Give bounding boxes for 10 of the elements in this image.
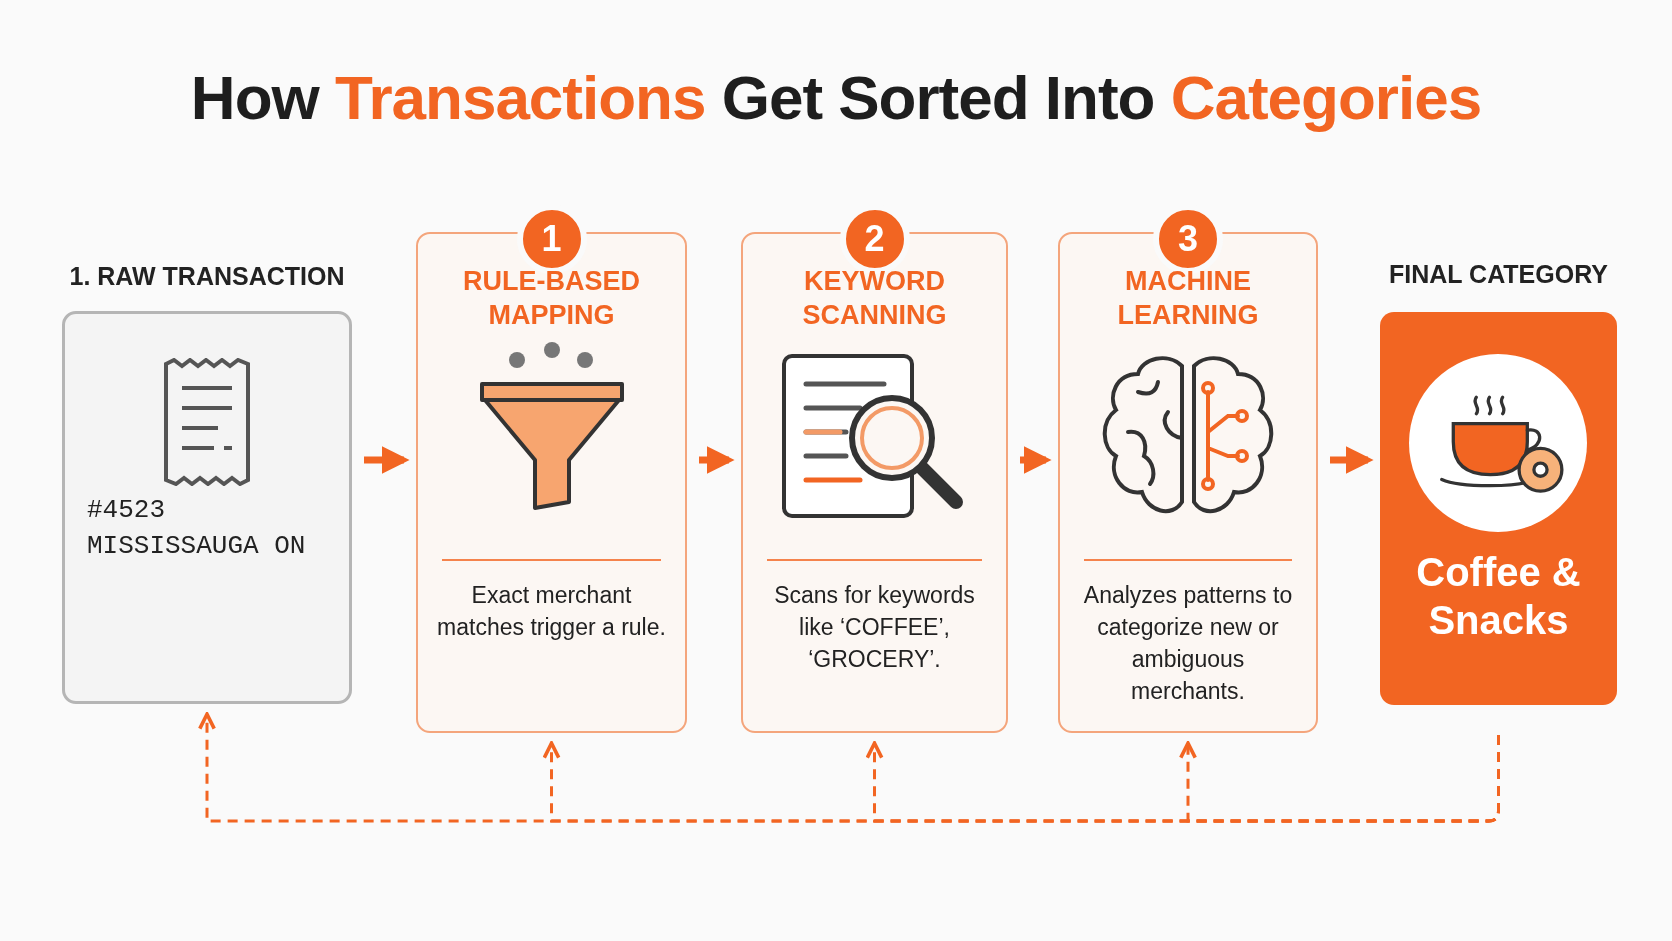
step-description: Scans for keywords like ‘COFFEE’, ‘GROCERY’. [773,581,976,674]
category-name: Coffee & Snacks [1415,549,1582,644]
title: How Transactions Get Sorted Into Categories [189,62,1483,133]
step-heading: FINAL CATEGORY [1388,260,1609,289]
step-heading: 1. RAW TRANSACTION [68,262,346,291]
step-description: Exact merchant matches trigger a rule. [436,581,667,642]
feedback-arrow [1179,735,1500,823]
flow-arrow [1020,446,1052,474]
step-description: Analyzes patterns to categorize new or ambiguous merchants. [1082,581,1294,706]
transaction-text: #4523 MISSISSAUGA ON [87,494,307,563]
